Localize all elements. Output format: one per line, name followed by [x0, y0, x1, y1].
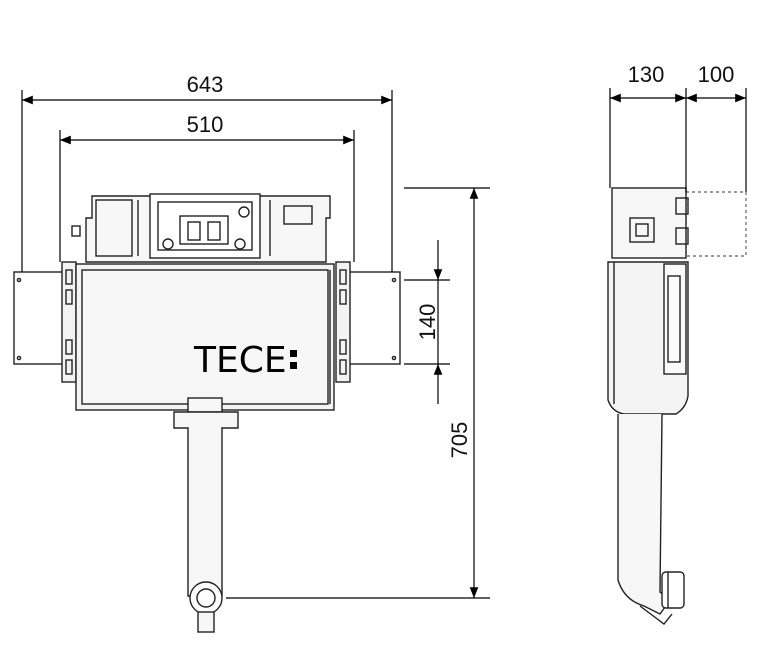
left-mounting-bracket — [13, 261, 77, 383]
side-dimension-lines — [609, 88, 747, 192]
dim-frame-width: 510 — [187, 112, 224, 137]
dim-height-step: 140 — [415, 304, 440, 341]
tece-logo-text: TECE — [193, 340, 287, 381]
cistern-tank — [75, 263, 335, 411]
dim-depth-extension: 100 — [698, 62, 735, 87]
front-dimension-lines — [21, 90, 490, 599]
upper-frame — [71, 193, 331, 263]
front-view — [13, 193, 401, 633]
right-mounting-bracket — [335, 261, 401, 383]
side-view — [607, 187, 747, 625]
flush-pipe — [173, 397, 239, 633]
dim-total-height: 705 — [447, 422, 472, 459]
dim-overall-width: 643 — [187, 72, 224, 97]
tece-logo-dots — [290, 350, 297, 369]
dim-depth-cistern: 130 — [628, 62, 665, 87]
